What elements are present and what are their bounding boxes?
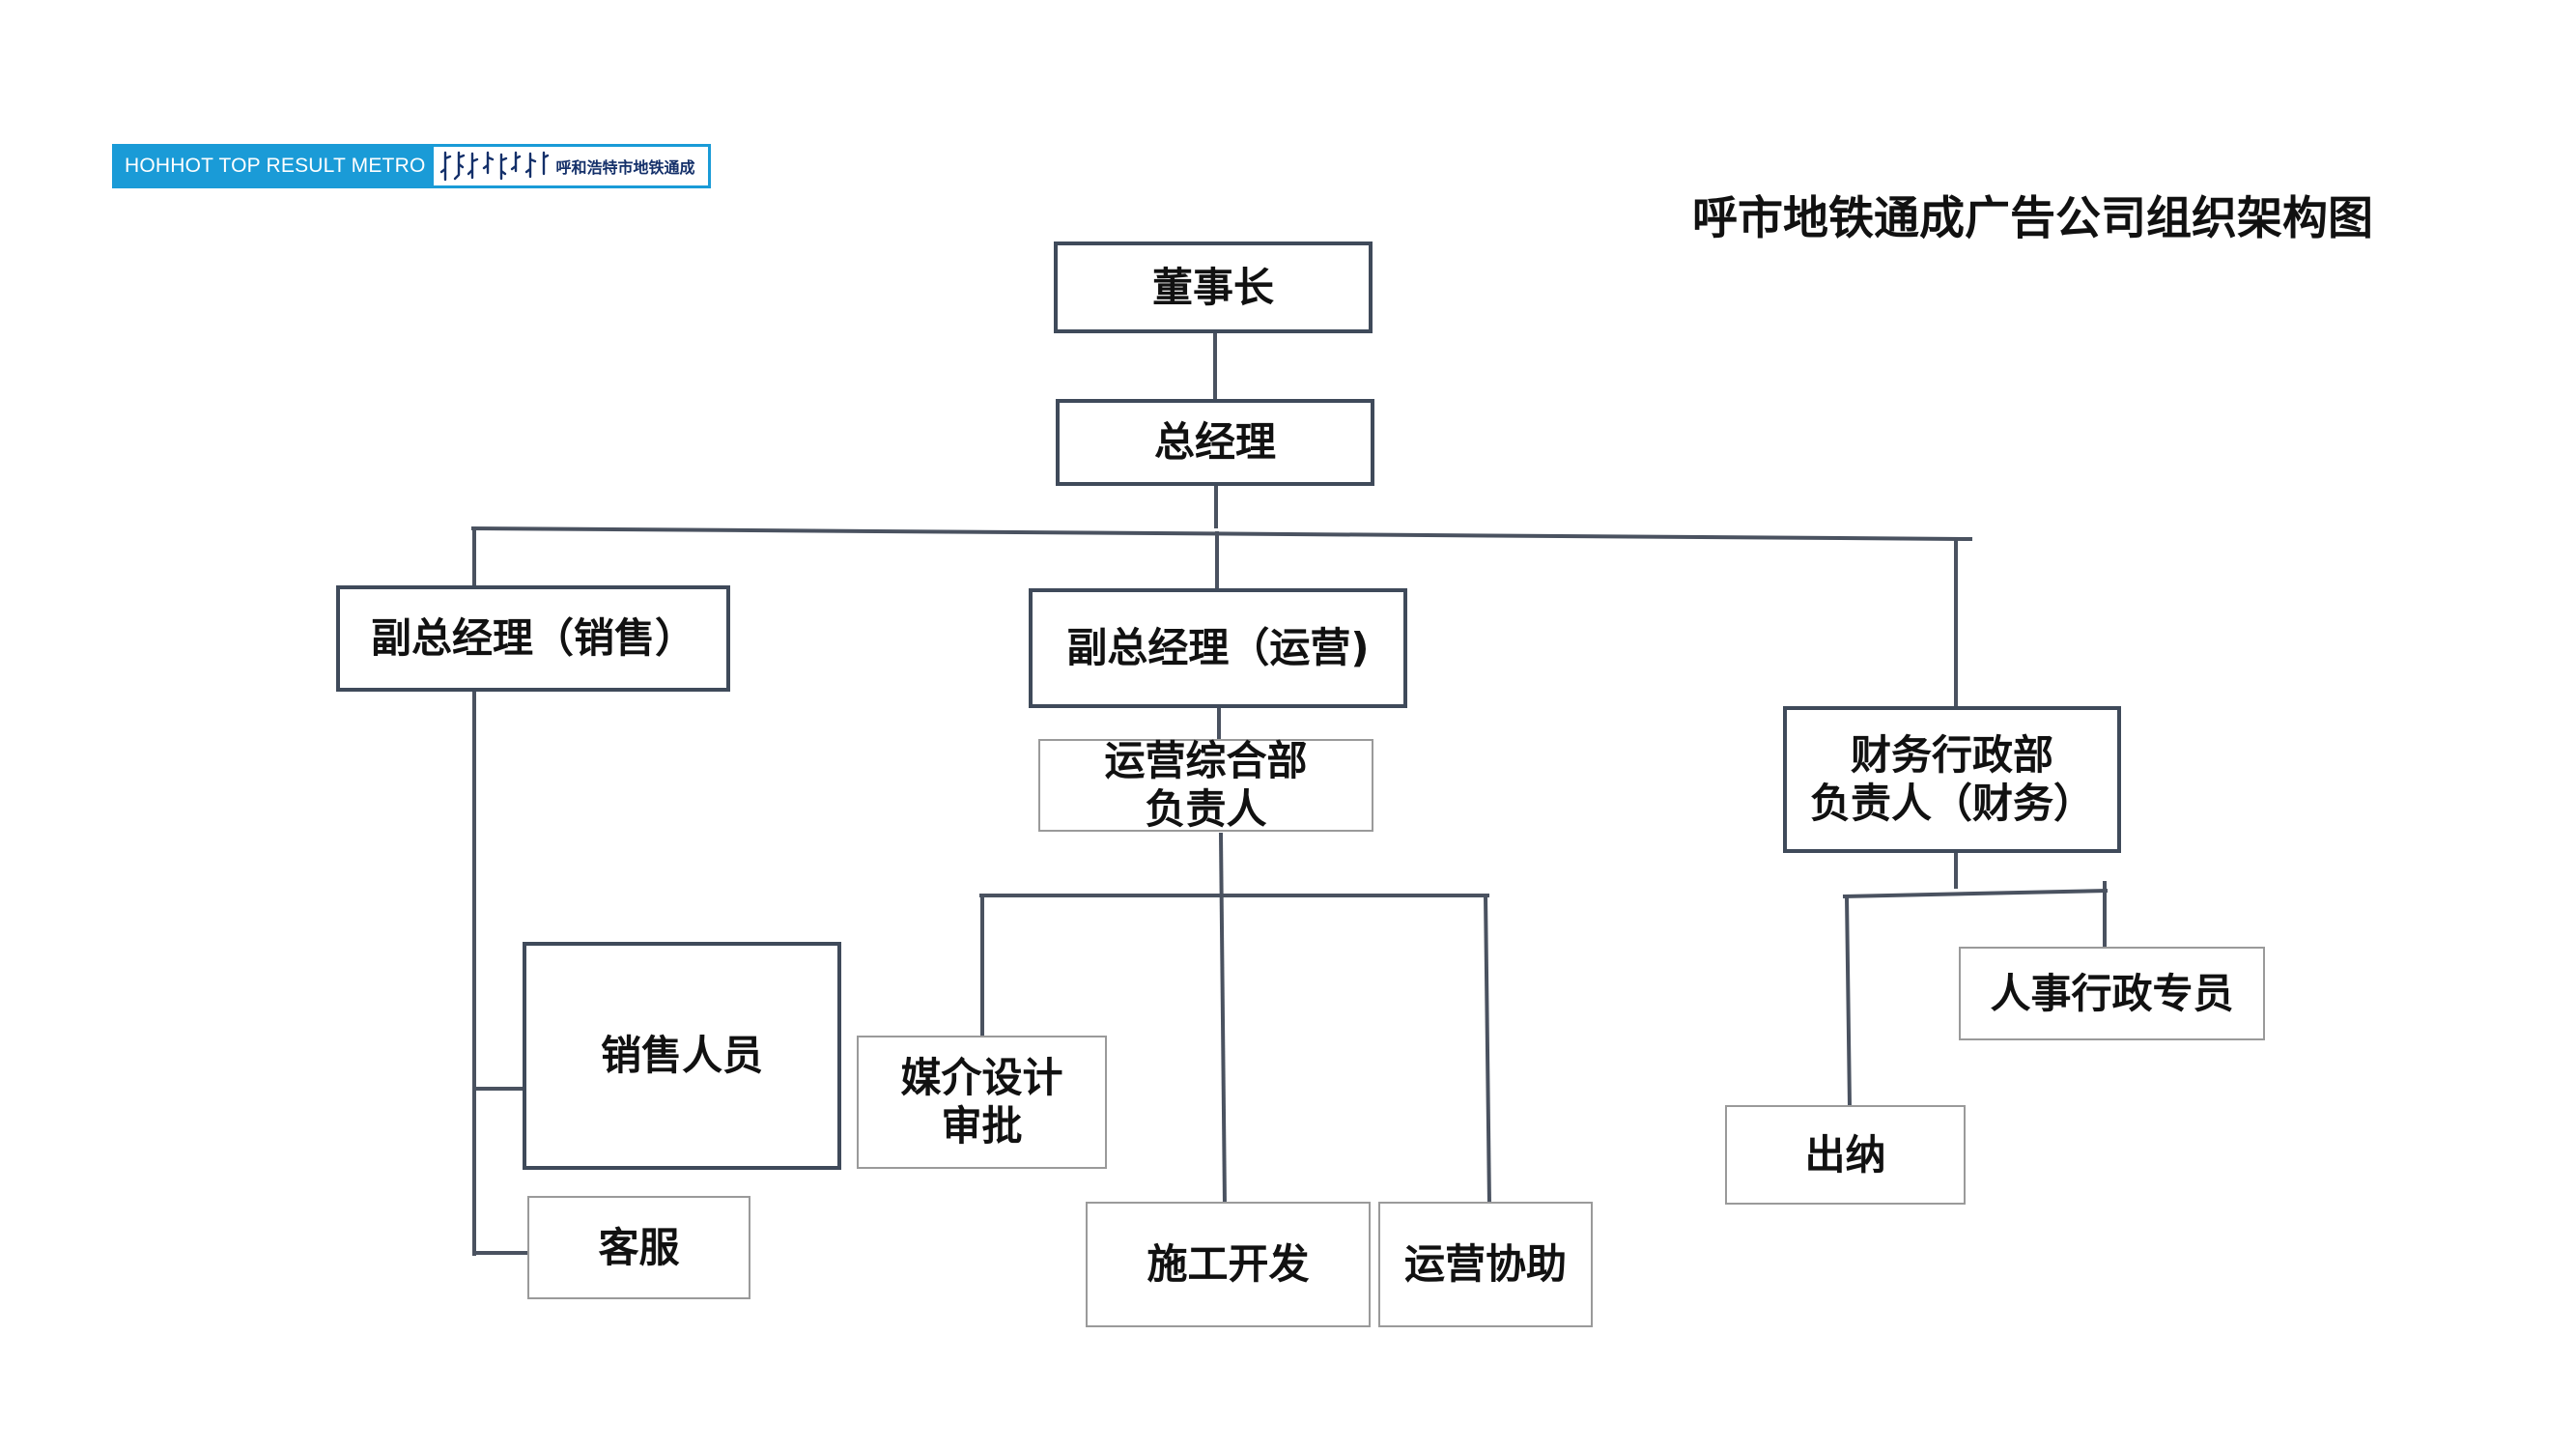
node-cashier-label: 出纳 xyxy=(1804,1130,1886,1179)
node-ops-dept-head-line2: 负责人 xyxy=(1145,785,1267,833)
connector-cashier xyxy=(1844,894,1853,1110)
connector-main-bus xyxy=(470,526,1973,542)
connector-finance-bus xyxy=(1842,888,2109,899)
node-general-manager: 总经理 xyxy=(1056,399,1374,486)
node-general-manager-label: 总经理 xyxy=(1153,418,1276,467)
node-construction-label: 施工开发 xyxy=(1146,1240,1310,1289)
node-ops-dept-head-line1: 运营综合部 xyxy=(1104,737,1308,785)
connector-ops-assist xyxy=(1483,893,1492,1208)
logo-english-text: HOHHOT TOP RESULT METRO xyxy=(115,147,434,185)
node-vp-operations: 副总经理（运营) xyxy=(1029,588,1407,708)
node-sales-staff: 销售人员 xyxy=(523,942,841,1170)
node-vp-operations-label: 副总经理（运营) xyxy=(1066,624,1370,672)
node-ops-dept-head: 运营综合部 负责人 xyxy=(1038,737,1373,833)
node-ops-assist-label: 运营协助 xyxy=(1403,1240,1567,1289)
node-hr-admin-label: 人事行政专员 xyxy=(1990,969,2234,1017)
mongolian-script-icon xyxy=(439,151,549,182)
node-media-design: 媒介设计 审批 xyxy=(857,1036,1107,1169)
logo-chinese-text: 呼和浩特市地铁通成 xyxy=(555,158,695,177)
node-finance-head-line2: 负责人（财务） xyxy=(1809,780,2094,827)
node-finance-head-line1: 财务行政部 xyxy=(1850,731,2053,780)
node-construction: 施工开发 xyxy=(1086,1202,1371,1327)
connector-ops-trunk xyxy=(1218,832,1228,1208)
company-logo: HOHHOT TOP RESULT METRO 呼和浩特市地铁通成 xyxy=(112,144,711,188)
node-chairman: 董事长 xyxy=(1054,242,1373,333)
logo-mongolian-script xyxy=(434,147,556,185)
node-customer-service: 客服 xyxy=(527,1196,750,1299)
node-vp-sales-label: 副总经理（销售） xyxy=(370,614,695,663)
node-cashier: 出纳 xyxy=(1725,1105,1966,1205)
node-ops-assist: 运营协助 xyxy=(1378,1202,1593,1327)
node-customer-service-label: 客服 xyxy=(598,1223,680,1271)
node-chairman-label: 董事长 xyxy=(1151,263,1274,311)
diagram-title: 呼市地铁通成广告公司组织架构图 xyxy=(1692,192,2373,245)
node-sales-staff-label: 销售人员 xyxy=(600,1032,763,1080)
node-media-design-line2: 审批 xyxy=(941,1102,1023,1150)
node-hr-admin: 人事行政专员 xyxy=(1959,947,2265,1040)
node-media-design-line1: 媒介设计 xyxy=(900,1054,1063,1102)
node-vp-sales: 副总经理（销售） xyxy=(336,585,730,692)
node-finance-head: 财务行政部 负责人（财务） xyxy=(1783,706,2121,853)
